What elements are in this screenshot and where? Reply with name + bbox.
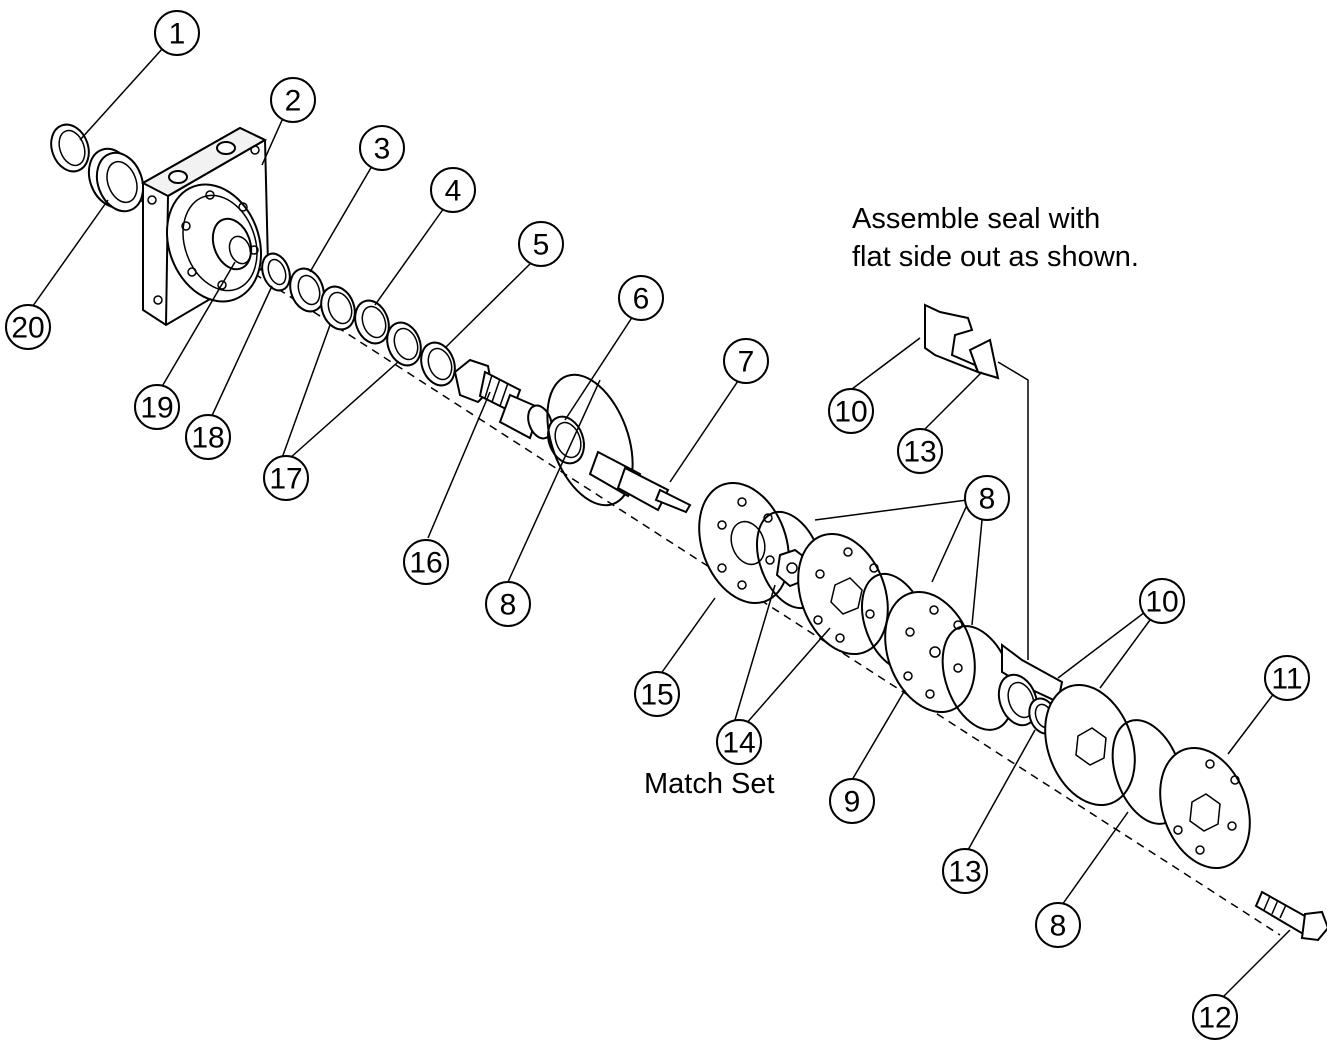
callout-10-lower: 10 xyxy=(1139,578,1185,624)
part-15-disk xyxy=(698,481,790,605)
callout-12: 12 xyxy=(1192,994,1238,1040)
svg-text:9: 9 xyxy=(844,786,861,819)
part-8-oring-a xyxy=(546,373,634,507)
callout-20: 20 xyxy=(5,304,51,350)
note-line-1: Assemble seal with xyxy=(852,203,1100,235)
callout-2: 2 xyxy=(270,77,316,123)
callout-16: 16 xyxy=(403,539,449,585)
part-12-bolt xyxy=(1254,890,1327,942)
part-4-ring xyxy=(354,299,390,345)
part-1-ring xyxy=(50,123,90,173)
callout-7: 7 xyxy=(723,338,769,384)
part-5-ring xyxy=(420,341,456,387)
callout-14: 14 xyxy=(716,719,762,765)
svg-text:8: 8 xyxy=(500,589,517,622)
callout-10-upper: 10 xyxy=(828,388,874,434)
svg-text:10: 10 xyxy=(1145,586,1178,619)
svg-text:8: 8 xyxy=(1050,910,1067,943)
seal-detail-inset xyxy=(924,303,1029,660)
part-18-ring xyxy=(261,252,291,292)
part-10-disk xyxy=(1044,683,1136,807)
svg-text:14: 14 xyxy=(722,727,755,760)
part-9-disk xyxy=(884,590,976,714)
svg-text:20: 20 xyxy=(11,312,44,345)
svg-text:11: 11 xyxy=(1271,663,1302,696)
svg-text:5: 5 xyxy=(533,229,550,262)
svg-text:10: 10 xyxy=(834,396,867,429)
svg-text:13: 13 xyxy=(903,436,936,469)
part-17-ring-a xyxy=(320,285,356,331)
part-2-housing xyxy=(140,126,270,327)
note-line-2: flat side out as shown. xyxy=(852,241,1139,273)
part-14-disk xyxy=(797,532,889,656)
callout-5: 5 xyxy=(518,221,564,267)
svg-text:2: 2 xyxy=(285,85,302,118)
callout-11: 11 xyxy=(1264,655,1310,701)
part-3-ring xyxy=(289,267,325,313)
part-17-ring-b xyxy=(386,321,422,367)
part-7-shaft xyxy=(588,450,692,514)
part-20-bushing xyxy=(87,147,145,213)
svg-text:4: 4 xyxy=(445,175,462,208)
svg-text:6: 6 xyxy=(633,283,650,316)
callout-13-lower: 13 xyxy=(942,848,988,894)
callout-15: 15 xyxy=(634,671,680,717)
callout-8-lower: 8 xyxy=(1035,902,1081,948)
callout-18: 18 xyxy=(185,414,231,460)
svg-text:3: 3 xyxy=(374,133,391,166)
callout-17: 17 xyxy=(263,455,309,501)
callout-13-upper: 13 xyxy=(897,428,943,474)
match-set-label: Match Set xyxy=(644,768,775,800)
callout-3: 3 xyxy=(359,125,405,171)
leader-lines xyxy=(29,47,1291,999)
part-10-seal xyxy=(997,643,1064,727)
svg-text:12: 12 xyxy=(1198,1002,1231,1035)
callout-8-upper: 8 xyxy=(964,475,1010,521)
svg-text:8: 8 xyxy=(979,483,996,516)
assembly-axis xyxy=(77,159,1281,936)
callout-6: 6 xyxy=(618,275,664,321)
svg-text:18: 18 xyxy=(191,422,224,455)
callout-4: 4 xyxy=(430,167,476,213)
svg-text:17: 17 xyxy=(269,463,302,496)
svg-text:19: 19 xyxy=(140,392,173,425)
svg-text:16: 16 xyxy=(409,547,442,580)
svg-text:13: 13 xyxy=(948,856,981,889)
svg-text:7: 7 xyxy=(738,346,755,379)
svg-text:1: 1 xyxy=(169,18,186,51)
part-11-endcap xyxy=(1159,746,1251,870)
svg-text:15: 15 xyxy=(640,679,673,712)
callout-19: 19 xyxy=(134,384,180,430)
callout-8-left: 8 xyxy=(485,581,531,627)
part-16-fitting xyxy=(453,358,553,440)
part-6-ring xyxy=(547,415,585,465)
callout-1: 1 xyxy=(154,10,200,56)
callout-9: 9 xyxy=(829,778,875,824)
